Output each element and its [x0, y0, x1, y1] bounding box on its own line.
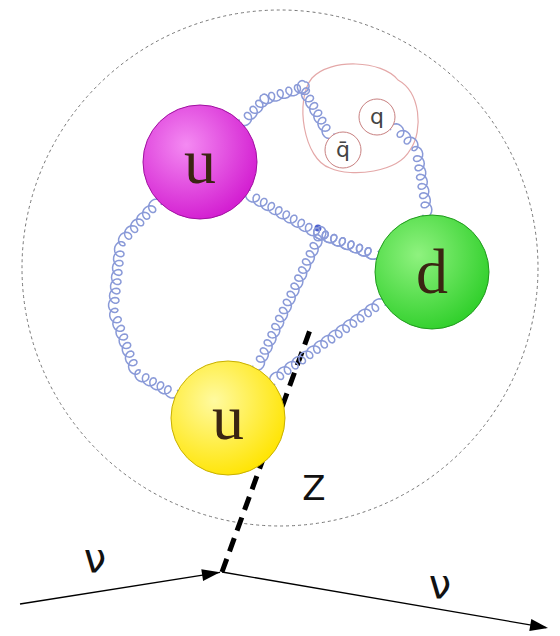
circle-fill: [375, 215, 489, 329]
sea-quark-circle: q: [358, 98, 396, 136]
quark-symbol: u: [212, 386, 244, 450]
gluon-spring: [253, 226, 380, 370]
circle-fill: [325, 132, 361, 168]
sea-quark-circle: q̄: [324, 131, 362, 169]
quark-symbol: d: [416, 240, 448, 304]
gluon-spring: [239, 81, 334, 139]
proton-outline: [22, 10, 538, 526]
circle-fill: [171, 361, 285, 475]
neutrino-line: [20, 572, 220, 604]
gluon-spring: [270, 299, 386, 385]
quark-symbol: u: [184, 130, 216, 194]
circle-fill: [143, 105, 257, 219]
gluon-spring: [109, 199, 179, 398]
gluon-spring: [390, 124, 432, 217]
arrowhead: [201, 569, 220, 581]
quark-symbol: q: [370, 106, 384, 128]
particle-label: ν: [429, 564, 451, 604]
arrowhead: [529, 619, 548, 631]
circle-fill: [359, 99, 395, 135]
boson-label: Z: [302, 471, 325, 505]
quark-circle: u: [170, 360, 286, 476]
quark-symbol: q̄: [336, 139, 350, 161]
particle-label: ν: [84, 538, 106, 578]
quark-circle: d: [374, 214, 490, 330]
neutrino-line: [222, 572, 546, 628]
quark-circle: u: [142, 104, 258, 220]
